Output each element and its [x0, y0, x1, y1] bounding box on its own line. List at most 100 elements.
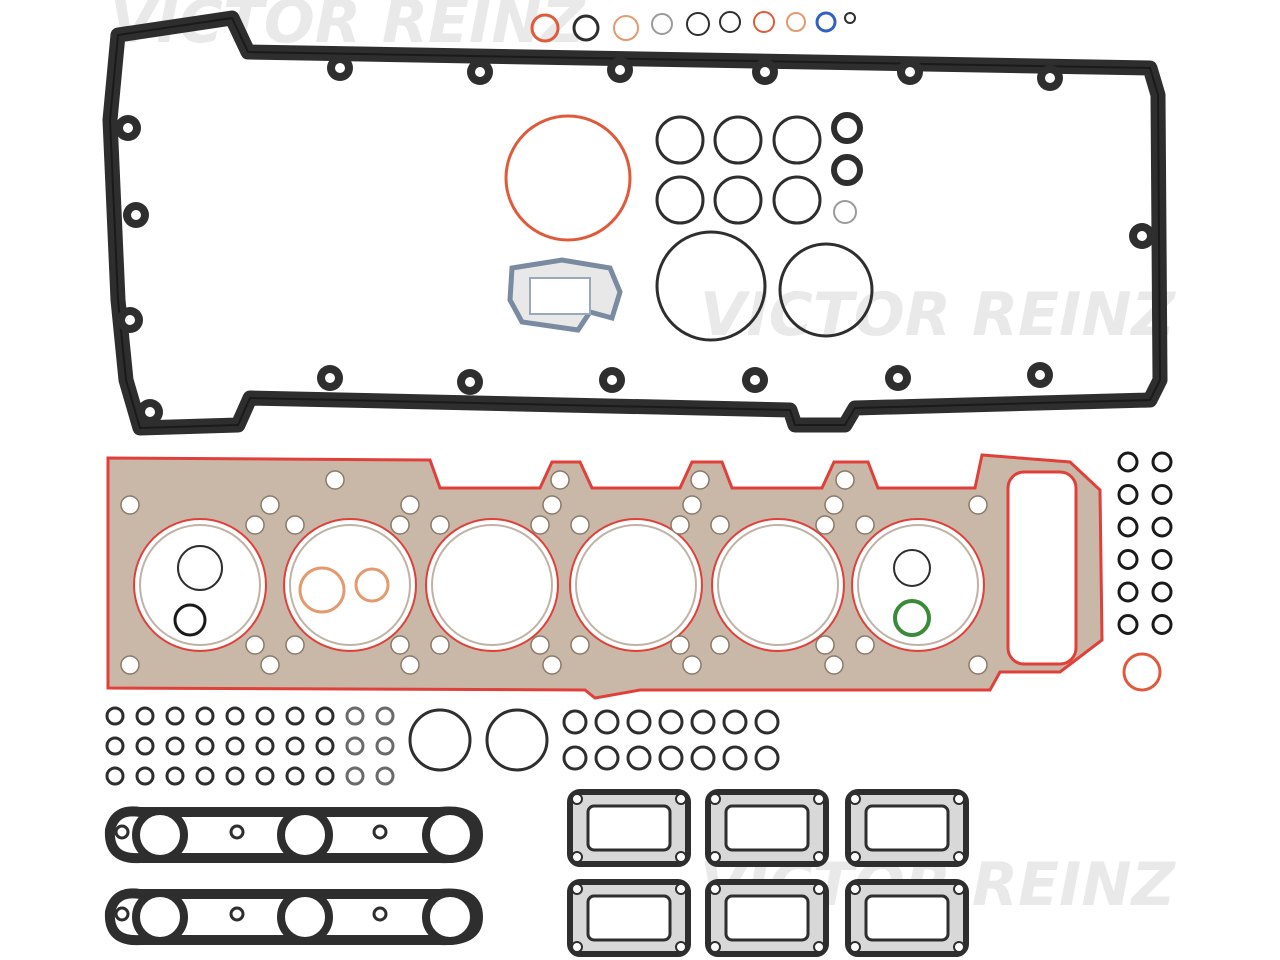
cylinder-bore	[425, 518, 559, 652]
manifold-port	[132, 807, 188, 863]
valve-cover-gasket	[102, 10, 1168, 436]
o-ring	[1117, 549, 1139, 570]
bolt-hole	[245, 515, 265, 535]
port-bolt-hole	[813, 851, 825, 863]
port-bolt-hole	[813, 883, 825, 895]
cylinder-bore	[569, 518, 703, 652]
gasket-boss-hole	[131, 210, 141, 220]
o-ring	[195, 736, 215, 756]
bolt-hole	[430, 515, 450, 535]
o-ring	[1117, 516, 1139, 538]
cylinder-bore	[711, 518, 845, 652]
bolt-hole	[968, 495, 988, 515]
port-gaskets	[567, 789, 969, 957]
small-rings-bottom	[105, 706, 780, 786]
port-bolt-hole	[953, 851, 965, 863]
gasket-boss-hole	[607, 375, 617, 385]
bolt-hole	[815, 635, 835, 655]
o-ring	[722, 745, 748, 771]
bolt-hole	[245, 635, 265, 655]
o-ring	[315, 706, 335, 726]
port-bolt-hole	[675, 851, 687, 863]
port-bolt-hole	[571, 941, 583, 953]
o-ring	[626, 709, 652, 735]
port-gasket	[845, 789, 969, 867]
o-ring	[255, 706, 275, 726]
o-ring	[753, 11, 775, 33]
bolt-hole	[430, 635, 450, 655]
bolt-hole	[824, 655, 844, 675]
o-ring	[105, 706, 125, 726]
manifold-bolt-hole	[114, 824, 130, 840]
o-ring	[658, 709, 684, 735]
bore-ring	[139, 524, 261, 646]
bolt-hole	[390, 635, 410, 655]
bolt-hole	[855, 515, 875, 535]
gasket-boss-hole	[325, 373, 335, 383]
o-ring	[1122, 652, 1162, 692]
o-ring	[105, 736, 125, 756]
bore-ring	[575, 524, 697, 646]
bolt-hole	[390, 515, 410, 535]
port-bolt-hole	[675, 941, 687, 953]
o-ring	[815, 11, 837, 33]
o-ring	[255, 736, 275, 756]
o-ring	[135, 706, 155, 726]
o-ring	[530, 13, 560, 43]
port-gasket-inner	[586, 804, 672, 852]
bolt-hole	[530, 515, 550, 535]
port-bolt-hole	[849, 883, 861, 895]
o-ring	[722, 709, 748, 735]
cylinder-bore	[133, 518, 267, 652]
bore-ring	[857, 524, 979, 646]
o-ring	[285, 736, 305, 756]
bolt-hole	[682, 495, 702, 515]
gasket-boss-hole	[123, 123, 133, 133]
o-ring	[135, 766, 155, 786]
port-bolt-hole	[813, 941, 825, 953]
o-ring	[786, 12, 806, 32]
bolt-hole	[835, 470, 855, 490]
o-ring	[1117, 581, 1139, 603]
o-ring	[651, 13, 673, 35]
bolt-hole	[815, 515, 835, 535]
o-ring	[1151, 549, 1173, 570]
o-ring	[562, 745, 588, 771]
manifold-port	[277, 807, 333, 863]
bolt-hole	[325, 470, 345, 490]
bolt-hole	[670, 635, 690, 655]
cylinder-bore	[283, 518, 417, 652]
o-ring	[690, 745, 716, 771]
o-ring	[225, 706, 245, 726]
bolt-hole	[824, 495, 844, 515]
o-ring	[686, 12, 710, 36]
gasket-boss-hole	[125, 315, 135, 325]
port-bolt-hole	[709, 851, 721, 863]
o-ring	[594, 709, 620, 735]
gasket-boss-hole	[905, 67, 915, 77]
o-ring	[655, 175, 705, 225]
gasket-boss-hole	[760, 67, 770, 77]
port-gasket	[705, 789, 829, 867]
o-ring	[345, 766, 365, 786]
port-bolt-hole	[953, 793, 965, 805]
gasket-boss-hole	[335, 63, 345, 73]
bolt-hole	[570, 635, 590, 655]
bolt-hole	[710, 635, 730, 655]
port-bolt-hole	[709, 883, 721, 895]
o-ring	[713, 115, 763, 165]
bolt-hole	[710, 515, 730, 535]
bore-ring	[717, 524, 839, 646]
port-gasket	[705, 879, 829, 957]
o-ring	[1151, 516, 1173, 538]
o-ring	[375, 736, 395, 756]
o-ring	[225, 736, 245, 756]
o-ring	[613, 15, 639, 41]
o-ring	[844, 12, 856, 24]
bolt-hole	[120, 495, 140, 515]
manifold-bolt-hole	[114, 906, 130, 922]
manifold-gasket	[104, 806, 484, 864]
o-ring	[315, 766, 335, 786]
bolt-hole	[120, 655, 140, 675]
o-ring	[1117, 451, 1139, 473]
